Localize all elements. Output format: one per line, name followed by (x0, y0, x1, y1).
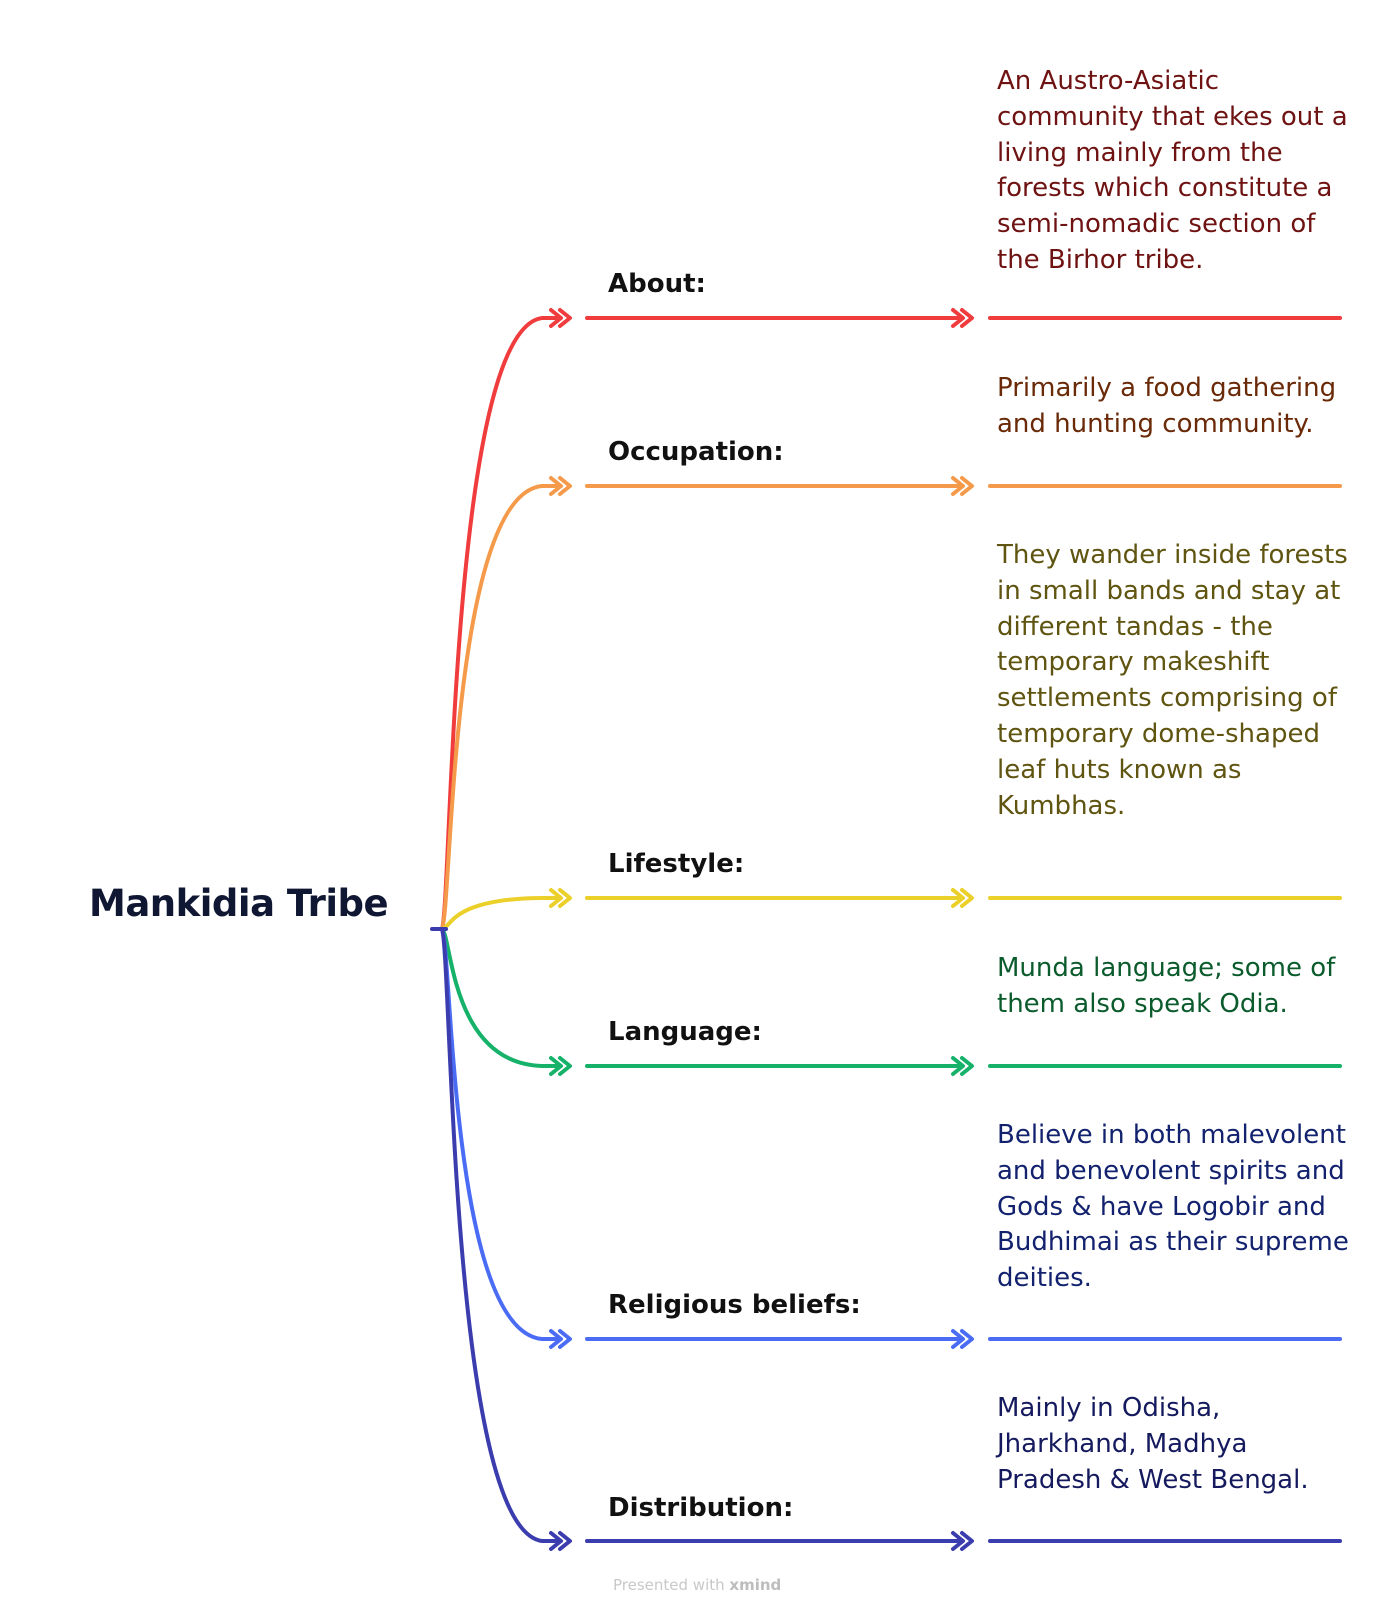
topic-religious-beliefs-label[interactable]: Religious beliefs: (608, 1290, 861, 1320)
arrow-religious-beliefs-detail-icon (951, 1329, 974, 1349)
connector-language (440, 927, 562, 1068)
arrow-about-topic-icon (549, 308, 572, 328)
arrow-lifestyle-topic-icon (549, 888, 572, 908)
presented-with-footer: Presented with xmind (613, 1576, 781, 1594)
connector-distribution (440, 927, 562, 1543)
xmind-brand: xmind (729, 1576, 782, 1594)
connector-lifestyle (440, 896, 562, 931)
arrow-religious-beliefs-topic-icon (549, 1329, 572, 1349)
connector-about (440, 316, 562, 931)
detail-about-text[interactable]: An Austro-Asiatic community that ekes ou… (997, 66, 1348, 275)
detail-language-text[interactable]: Munda language; some of them also speak … (997, 953, 1336, 1019)
topic-distribution-label[interactable]: Distribution: (608, 1493, 794, 1523)
arrow-about-detail-icon (951, 308, 974, 328)
detail-religious-beliefs-text[interactable]: Believe in both malevolent and benevolen… (997, 1120, 1349, 1294)
connector-occupation (440, 484, 562, 931)
arrow-distribution-topic-icon (549, 1531, 572, 1551)
arrow-occupation-detail-icon (951, 476, 974, 496)
arrow-language-detail-icon (951, 1056, 974, 1076)
arrow-occupation-topic-icon (549, 476, 572, 496)
topic-about-label[interactable]: About: (608, 269, 706, 299)
arrow-language-topic-icon (549, 1056, 572, 1076)
footer-prefix: Presented with (613, 1576, 725, 1594)
arrow-lifestyle-detail-icon (951, 888, 974, 908)
topic-occupation-label[interactable]: Occupation: (608, 437, 784, 467)
topic-language-label[interactable]: Language: (608, 1017, 762, 1047)
arrow-distribution-detail-icon (951, 1531, 974, 1551)
detail-distribution-text[interactable]: Mainly in Odisha, Jharkhand, Madhya Prad… (997, 1393, 1309, 1495)
root-topic-title[interactable]: Mankidia Tribe (89, 882, 389, 925)
detail-lifestyle-text[interactable]: They wander inside forests in small band… (997, 540, 1348, 821)
detail-occupation-text[interactable]: Primarily a food gathering and hunting c… (997, 373, 1337, 439)
topic-lifestyle-label[interactable]: Lifestyle: (608, 849, 745, 879)
